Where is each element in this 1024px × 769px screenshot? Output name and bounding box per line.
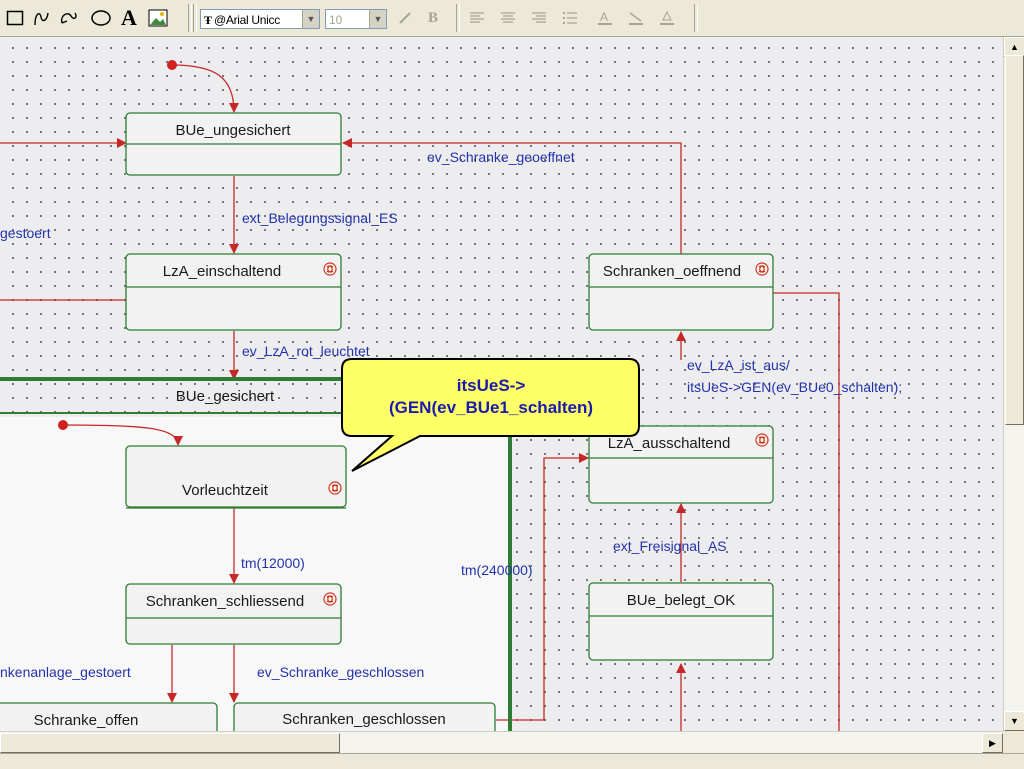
state-name: BUe_gesichert <box>176 388 275 405</box>
image-icon[interactable] <box>147 6 169 30</box>
scroll-down-button[interactable]: ▼ <box>1004 711 1024 731</box>
rectangle-icon[interactable] <box>4 6 26 30</box>
transition-label: ev_LzA_rot_leuchtet <box>242 343 370 359</box>
scroll-right-button[interactable]: ▶ <box>982 733 1003 753</box>
align-left-icon[interactable] <box>466 6 488 30</box>
state-name: LzA_einschaltend <box>163 263 281 280</box>
state-name: Schranken_oeffnend <box>603 263 741 280</box>
state-name: Schranken_schliessend <box>146 593 304 610</box>
line-color-icon[interactable] <box>625 6 647 30</box>
state-schranke-offen[interactable] <box>0 702 218 731</box>
transition-label: itsUeS->GEN(ev_BUe0_schalten); <box>687 379 902 395</box>
fill-color-icon[interactable] <box>656 6 678 30</box>
transition-tm-240000 <box>496 453 589 721</box>
align-center-icon[interactable] <box>497 6 519 30</box>
pen-icon[interactable] <box>394 6 416 30</box>
transition-label: nkenanlage_gestoert <box>0 664 131 680</box>
callout-line-1: itsUeS-> <box>456 376 526 395</box>
toolbar-separator <box>456 4 460 32</box>
state-name: LzA_ausschaltend <box>608 435 731 452</box>
font-size-select[interactable]: 10 ▼ <box>325 9 387 29</box>
horizontal-scrollbar[interactable]: ▶ <box>0 731 1003 754</box>
toolbar-separator <box>694 4 698 32</box>
state-bue-belegt-ok[interactable] <box>588 582 774 661</box>
transition-label: tm(240000) <box>461 562 533 578</box>
status-bar <box>0 753 1024 769</box>
font-size-value: 10 <box>329 13 343 27</box>
state-schranken-schliessend[interactable] <box>125 583 342 645</box>
freeform-icon[interactable] <box>58 6 80 30</box>
initial-transition <box>171 64 239 113</box>
transition-from-oeffnend <box>773 292 840 731</box>
activity-icon <box>323 262 337 276</box>
font-color-icon[interactable]: A <box>594 6 616 30</box>
callout-bubble <box>341 358 640 472</box>
bold-icon[interactable]: B <box>422 6 444 30</box>
transition-label: gestoert <box>0 225 51 241</box>
transition-label: ev_Schranke_geoeffnet <box>427 149 575 165</box>
state-name: Schranken_geschlossen <box>282 711 445 728</box>
bullet-list-icon[interactable] <box>559 6 581 30</box>
horizontal-scroll-thumb[interactable] <box>0 733 340 753</box>
align-right-icon[interactable] <box>528 6 550 30</box>
curve-icon[interactable] <box>30 6 52 30</box>
state-name: BUe_belegt_OK <box>627 592 735 609</box>
vertical-scroll-thumb[interactable] <box>1005 55 1024 425</box>
text-tool-glyph: A <box>121 5 137 30</box>
state-lza-ausschaltend[interactable] <box>588 425 774 504</box>
activity-icon <box>755 433 769 447</box>
toolbar-separator <box>188 4 192 32</box>
activity-icon <box>328 481 342 495</box>
toolbar-separator <box>193 4 197 32</box>
svg-text:A: A <box>600 10 608 24</box>
statechart-canvas[interactable]: BUe_gesichert BUe_ungesichert LzA_einsch… <box>0 37 1003 731</box>
state-name: BUe_ungesichert <box>175 122 291 139</box>
transition-geoeffnet <box>342 138 682 254</box>
font-type-icon: Ŧ <box>204 13 213 27</box>
text-icon[interactable]: A <box>118 5 140 30</box>
state-name: Vorleuchtzeit <box>182 482 269 499</box>
activity-icon <box>755 262 769 276</box>
initial-transition <box>62 424 183 446</box>
callout-text: itsUeS-> (GEN(ev_BUe1_schalten) <box>345 362 637 432</box>
transition-label: ext_Belegungssignal_ES <box>242 210 398 226</box>
drawing-toolbar: A Ŧ@Arial Unicc ▼ 10 ▼ B A <box>0 0 1024 37</box>
callout-line-2: (GEN(ev_BUe1_schalten) <box>388 398 594 417</box>
transition-label: ev_Schranke_geschlossen <box>257 664 424 680</box>
state-vorleuchtzeit[interactable] <box>125 445 347 508</box>
font-family-select[interactable]: Ŧ@Arial Unicc ▼ <box>200 9 320 29</box>
state-schranken-geschlossen[interactable] <box>233 702 496 731</box>
ellipse-icon[interactable] <box>90 6 112 30</box>
vertical-scrollbar[interactable]: ▲ ▼ <box>1003 37 1024 731</box>
statechart-diagram: BUe_gesichert BUe_ungesichert LzA_einsch… <box>0 60 902 731</box>
font-family-value: @Arial Unicc <box>214 13 280 27</box>
transition-label: tm(12000) <box>241 555 305 571</box>
transition-label: ev_LzA_ist_aus/ <box>687 357 790 373</box>
chevron-down-icon[interactable]: ▼ <box>369 10 386 28</box>
chevron-down-icon[interactable]: ▼ <box>302 10 319 28</box>
bold-glyph: B <box>427 9 438 26</box>
transition-label: ext_Freisignal_AS <box>613 538 727 554</box>
state-name: Schranke_offen <box>34 712 139 729</box>
state-schranken-oeffnend[interactable] <box>588 253 774 331</box>
activity-icon <box>323 592 337 606</box>
scroll-up-button[interactable]: ▲ <box>1004 37 1024 57</box>
state-lza-einschaltend[interactable] <box>125 253 342 331</box>
